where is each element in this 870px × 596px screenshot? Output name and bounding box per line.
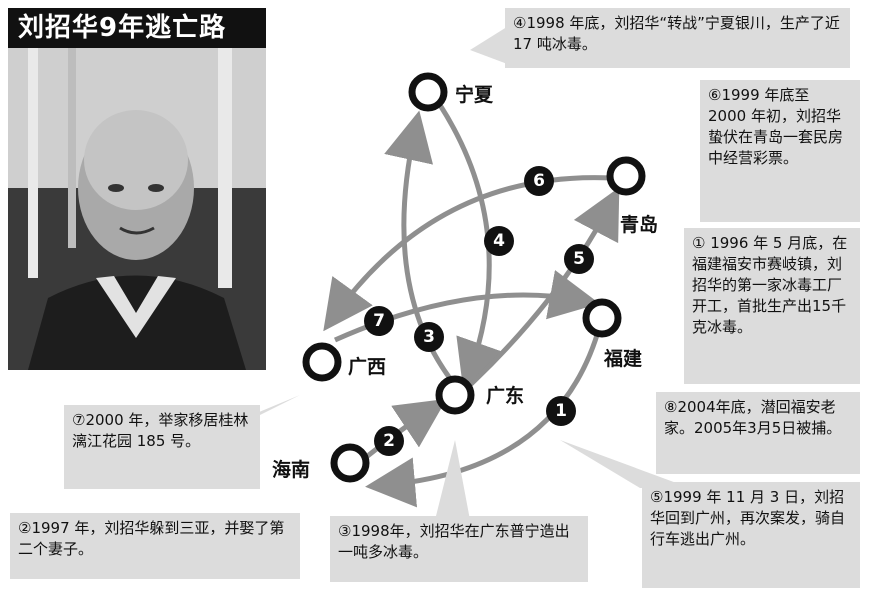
city-label-ningxia: 宁夏: [455, 84, 494, 106]
city-label-qingdao: 青岛: [620, 214, 659, 236]
city-label-fujian: 福建: [604, 348, 643, 370]
callout-4: ④1998 年底，刘招华“转战”宁夏银川，生产了近 17 吨冰毒。: [505, 8, 850, 68]
callout-3: ③1998年，刘招华在广东普宁造出一吨多冰毒。: [330, 516, 588, 582]
route-3: [384, 110, 457, 387]
node-ningxia: [408, 72, 448, 112]
city-label-hainan: 海南: [272, 459, 311, 481]
node-guangxi: [302, 342, 342, 382]
node-guangdong: [435, 375, 475, 415]
route-6: [323, 175, 613, 332]
route-badge-1: 1: [546, 396, 576, 426]
callout-5: ⑤1999 年 11 月 3 日，刘招华回到广州，再次案发，骑自行车逃出广州。: [642, 482, 860, 588]
node-fujian: [582, 298, 622, 338]
callout-8: ⑧2004年底，潜回福安老家。2005年3月5日被捕。: [656, 392, 860, 474]
node-hainan: [330, 443, 370, 483]
route-badge-4: 4: [484, 226, 514, 256]
page-title: 刘招华9年逃亡路: [8, 8, 266, 48]
suspect-photo: [8, 48, 266, 370]
route-badge-6: 6: [524, 166, 554, 196]
callout-1: ① 1996 年 5 月底，在福建福安市赛岐镇，刘招华的第一家冰毒工厂开工，首批…: [684, 228, 860, 384]
route-4: [437, 103, 504, 391]
pointer-c3: [435, 440, 470, 520]
city-label-guangdong: 广东: [486, 385, 525, 407]
city-label-guangxi: 广西: [348, 356, 387, 378]
callout-2: ②1997 年，刘招华躲到三亚，并娶了第二个妻子。: [10, 513, 300, 579]
callout-6: ⑥1999 年底至 2000 年初，刘招华蛰伏在青岛一套民房中经营彩票。: [700, 80, 860, 222]
route-badge-3: 3: [414, 322, 444, 352]
node-qingdao: [606, 156, 646, 196]
callout-7: ⑦2000 年，举家移居桂林漓江花园 185 号。: [64, 405, 260, 489]
pointer-c5: [560, 440, 690, 488]
route-badge-7: 7: [364, 306, 394, 336]
pointer-c4: [470, 25, 510, 65]
route-1: [365, 324, 603, 508]
route-badge-2: 2: [374, 426, 404, 456]
route-badge-5: 5: [564, 244, 594, 274]
